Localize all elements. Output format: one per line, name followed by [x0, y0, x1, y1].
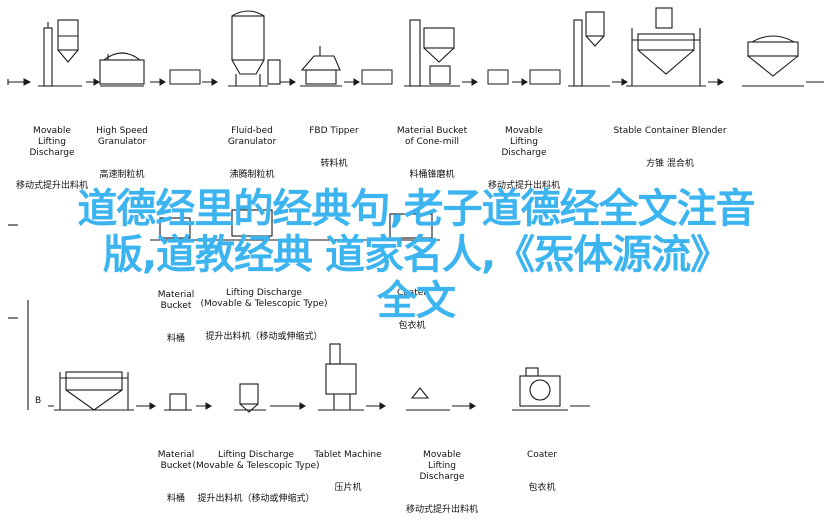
- tablet-machine-icon: [318, 343, 364, 411]
- label-material-bucket-r2: Material Bucket 料桶: [158, 268, 195, 356]
- cone-mill-bucket-icon: [404, 19, 460, 87]
- label-en: Movable Lifting Discharge: [29, 126, 75, 158]
- label-zh: 移动式提升出料机: [405, 505, 479, 515]
- lifting-discharge-icon: [38, 19, 82, 87]
- label-zh: 移动式提升出料机: [487, 181, 561, 191]
- headline-line-3: 全文: [377, 278, 456, 324]
- label-zh: 提升出料机（移动或伸缩式）: [197, 494, 315, 504]
- label-high-speed-granulator: High Speed Granulator 高速制粒机: [96, 104, 148, 192]
- lifting-discharge-icon-2: [568, 11, 610, 87]
- label-en: Movable Lifting Discharge: [501, 126, 547, 158]
- label-zh: 料桶锥磨机: [409, 170, 455, 180]
- label-coater-r2: Coater 包衣机: [397, 266, 427, 343]
- material-bucket-icon: [54, 371, 134, 411]
- process-flow-diagram: [7, 7, 824, 413]
- fluid-bed-granulator-icon: [228, 10, 281, 87]
- label-movable-lifting-discharge-r3: Movable Lifting Discharge 移动式提升出料机: [406, 428, 478, 527]
- label-en: Movable Lifting Discharge: [419, 450, 465, 482]
- label-cone-mill-bucket: Material Bucket of Cone-mill 料桶锥磨机: [397, 104, 467, 192]
- headline-line-1: 道德经里的经典句,老子道德经全文注音: [77, 186, 755, 232]
- row2-equipment: [8, 209, 440, 241]
- label-zh: 料桶: [166, 494, 185, 504]
- label-en: Material Bucket: [157, 290, 195, 311]
- label-zh: 转料机: [320, 159, 348, 169]
- label-en: Material Bucket: [157, 450, 195, 471]
- label-en: FBD Tipper: [309, 126, 359, 136]
- label-container-blender: Stable Container Blender 方锥 混合机: [613, 104, 726, 181]
- label-zh: 高速制粒机: [99, 170, 145, 180]
- row1-flow-arrows: [8, 69, 824, 86]
- label-en: Stable Container Blender: [613, 126, 727, 136]
- label-en: High Speed Granulator: [96, 126, 148, 147]
- label-en: Coater: [396, 288, 428, 298]
- label-en: Fluid-bed Granulator: [227, 126, 277, 147]
- label-lifting-discharge-r2: Lifting Discharge (Movable & Telescopic …: [200, 266, 327, 354]
- small-bucket-icon: [164, 393, 192, 411]
- row3-frame: [8, 300, 29, 410]
- label-zh: 方锥 混合机: [646, 159, 694, 169]
- label-en: Tablet Machine: [314, 450, 382, 460]
- lifting-discharge-icon-3: [234, 383, 266, 413]
- high-speed-granulator-icon: [99, 52, 145, 87]
- headline-overlay: 道德经里的经典句,老子道德经全文注音 版,道教经典 道家名人,《炁体源流》 全文: [0, 186, 832, 324]
- label-zh: 料桶: [166, 334, 185, 344]
- label-zh: 包衣机: [398, 321, 426, 331]
- label-coater-r3: Coater 包衣机: [527, 428, 557, 505]
- label-en: Lifting Discharge (Movable & Telescopic …: [200, 288, 328, 309]
- row3-flow-arrows: [48, 402, 590, 410]
- label-en: Material Bucket of Cone-mill: [396, 126, 468, 147]
- label-en: Lifting Discharge (Movable & Telescopic …: [192, 450, 320, 471]
- container-blender-icon: [626, 7, 706, 87]
- label-lifting-discharge-r3: Lifting Discharge (Movable & Telescopic …: [192, 428, 319, 516]
- coater-icon: [512, 367, 568, 411]
- label-movable-lifting-discharge: Movable Lifting Discharge 移动式提升出料机: [16, 104, 88, 203]
- label-en: Coater: [526, 450, 558, 460]
- headline-line-2: 版,道教经典 道家名人,《炁体源流》: [102, 232, 730, 278]
- section-marker-b: B: [35, 396, 42, 406]
- label-fluid-bed-granulator: Fluid-bed Granulator 沸腾制粒机: [228, 104, 276, 192]
- label-fbd-tipper: FBD Tipper 转料机: [309, 104, 359, 181]
- label-zh: 移动式提升出料机: [15, 181, 89, 191]
- label-tablet-machine: Tablet Machine 压片机: [314, 428, 381, 505]
- container-blender-icon-2: [742, 35, 804, 87]
- label-movable-lifting-discharge-2: Movable Lifting Discharge 移动式提升出料机: [488, 104, 560, 203]
- label-material-bucket-r3: Material Bucket 料桶: [158, 428, 195, 516]
- fbd-tipper-icon: [300, 46, 342, 87]
- label-zh: 沸腾制粒机: [229, 170, 275, 180]
- lifting-discharge-icon-4: [406, 387, 450, 411]
- label-zh: 提升出料机（移动或伸缩式）: [205, 332, 323, 342]
